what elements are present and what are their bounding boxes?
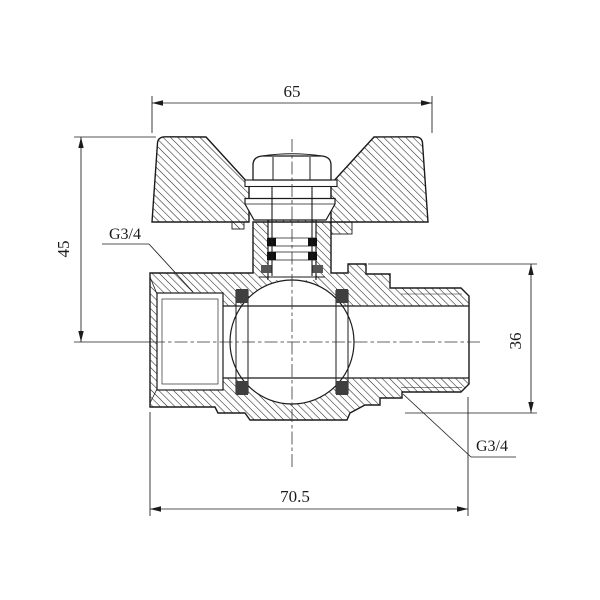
dim-65-label: 65: [284, 82, 301, 101]
handle-washer: [244, 179, 338, 188]
valve-body-outline: [149, 221, 470, 421]
dimension-right-36: [368, 263, 537, 414]
bore-lines: [223, 305, 469, 379]
handle-left-skirt: [231, 221, 245, 230]
thread-label-inlet: [102, 243, 194, 293]
inlet-socket: [149, 276, 224, 404]
handle-right-wing: [330, 136, 429, 223]
handle-left-wing: [151, 136, 250, 223]
outlet-thread-lines: [401, 293, 462, 388]
dimension-bottom-70-5: [149, 397, 469, 516]
dim-45-label: 45: [54, 241, 73, 258]
valve-stem: [271, 186, 313, 276]
thread-outlet-text: G3/4: [476, 438, 508, 455]
thread-inlet-text: G3/4: [109, 226, 141, 243]
dim-70-5-label: 70.5: [280, 487, 310, 506]
dimension-left-45: [74, 136, 156, 343]
handle-right-skirt: [330, 221, 353, 235]
dimension-top-65: [151, 96, 433, 133]
thread-label-outlet: [402, 393, 516, 458]
gland-nut: [244, 197, 336, 221]
centerlines: [152, 139, 482, 468]
dim-36-label: 36: [506, 333, 525, 350]
